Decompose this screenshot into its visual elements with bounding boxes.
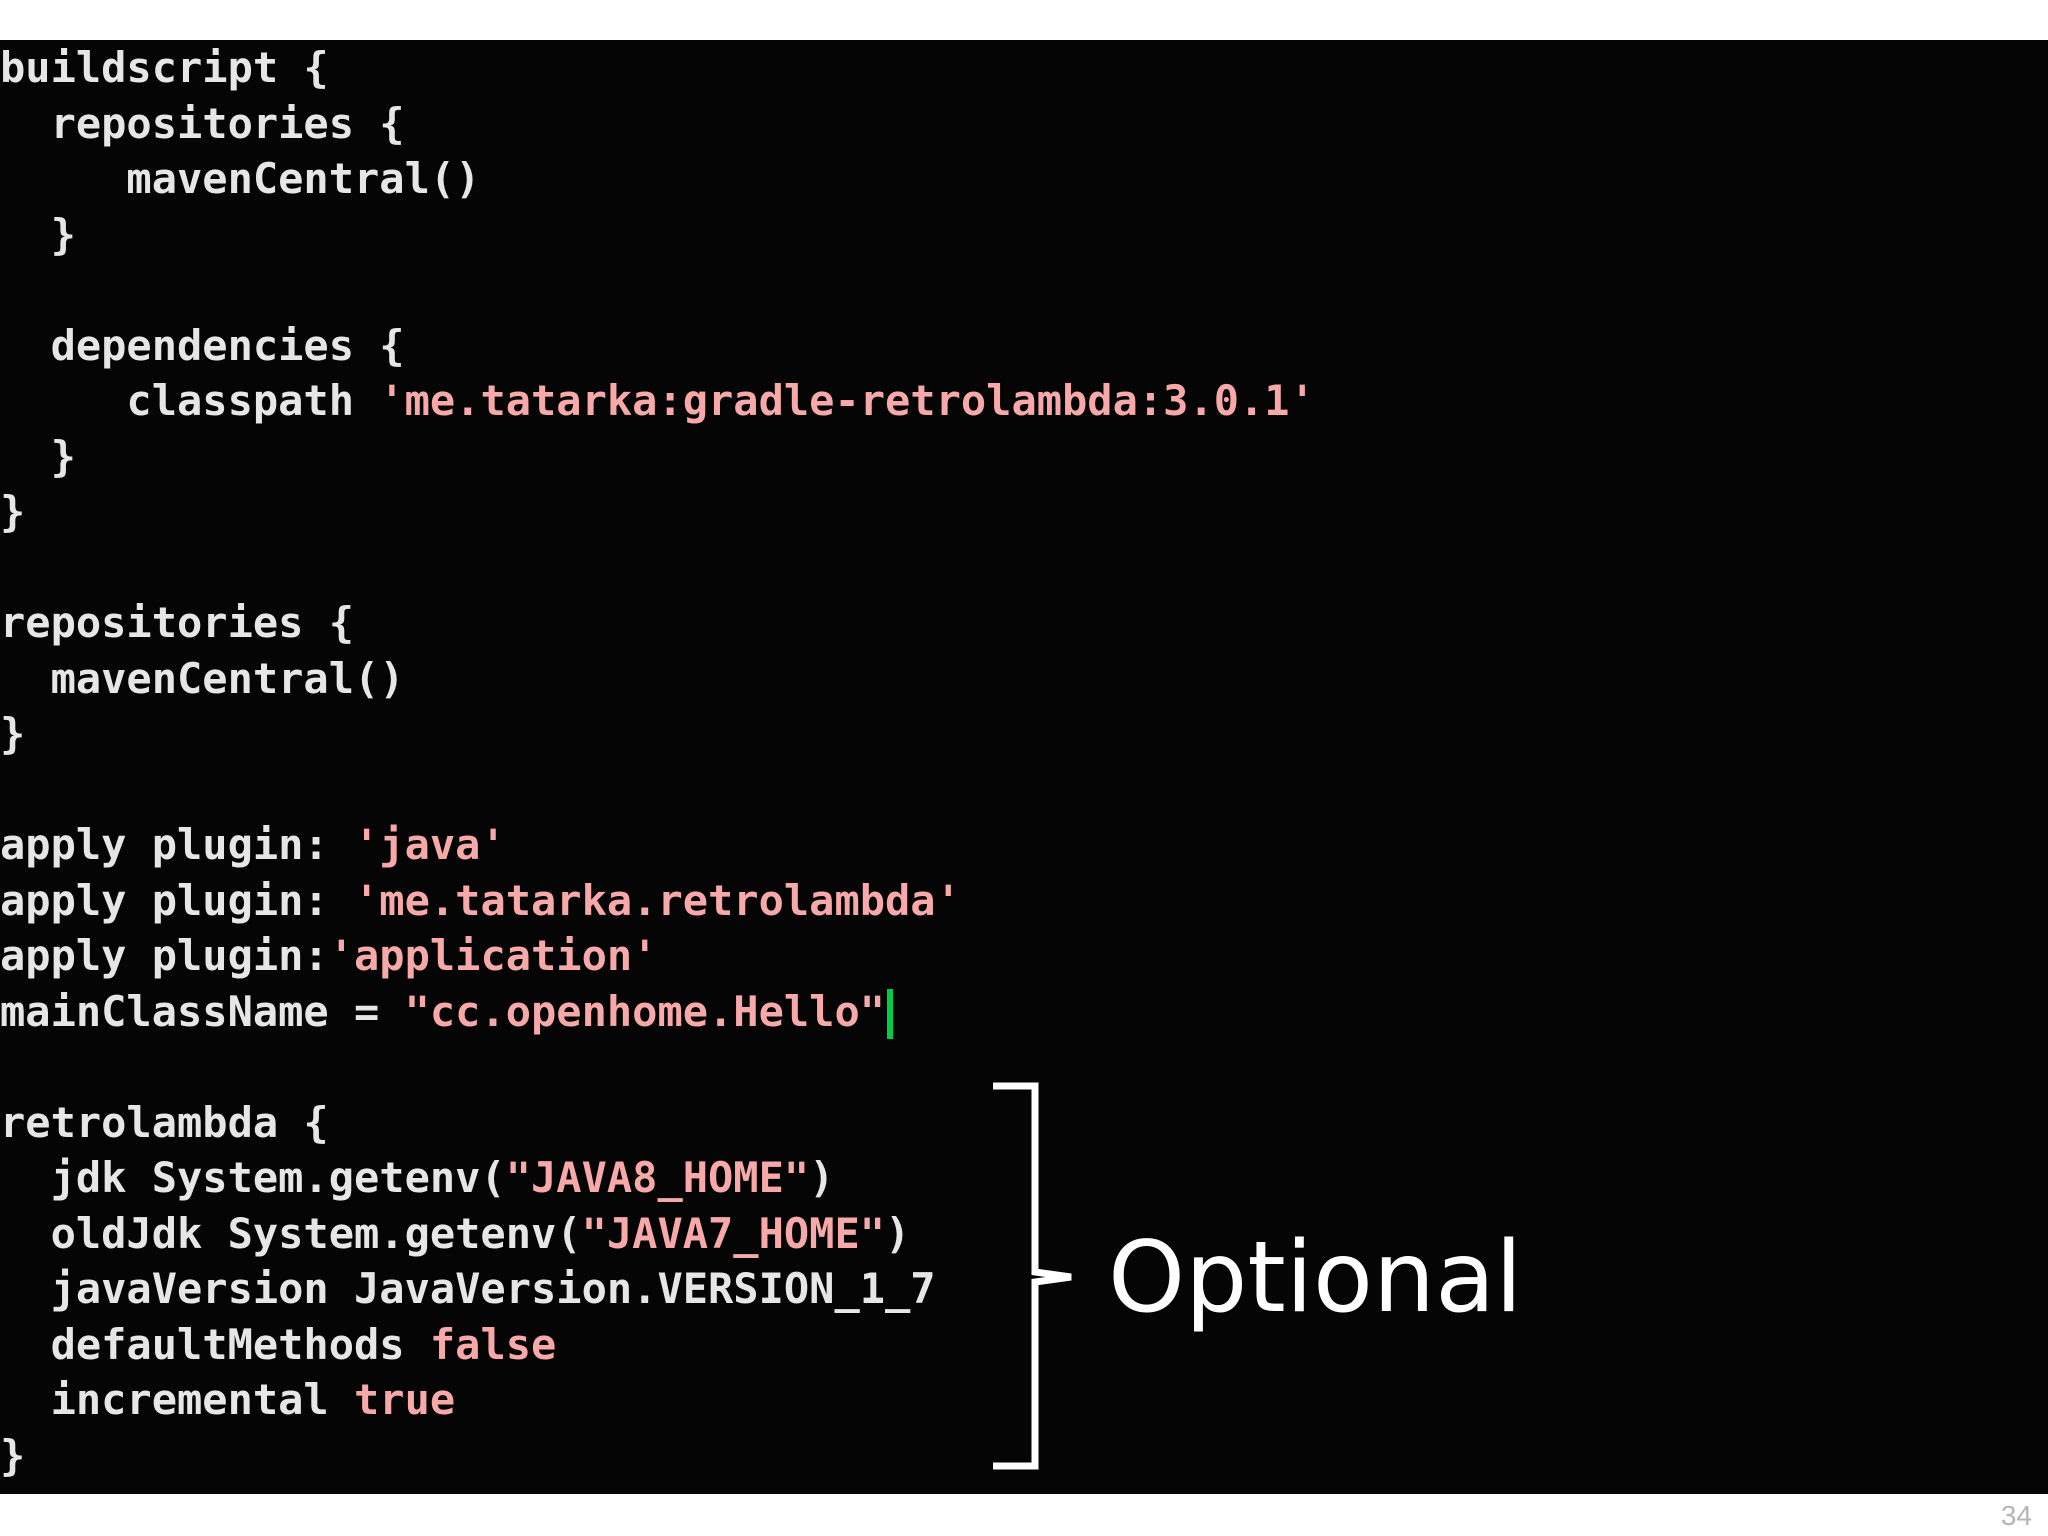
- code-token: ): [885, 1208, 911, 1258]
- string-literal-token: true: [354, 1375, 456, 1424]
- code-token: repositories {: [0, 598, 355, 647]
- text-cursor: [887, 989, 894, 1039]
- code-line: mavenCentral(): [0, 651, 405, 707]
- code-line: oldJdk System.getenv("JAVA7_HOME"): [0, 1206, 911, 1262]
- code-token: repositories {: [0, 98, 405, 148]
- string-literal-token: 'me.tatarka:gradle-retrolambda:3.0.1': [379, 376, 1315, 425]
- code-line: mavenCentral(): [0, 151, 480, 207]
- code-token: incremental: [0, 1375, 355, 1424]
- code-token: javaVersion JavaVersion.VERSION_1_7: [0, 1264, 936, 1313]
- code-line: repositories {: [0, 96, 405, 152]
- code-token: mainClassName =: [0, 986, 405, 1036]
- code-line: jdk System.getenv("JAVA8_HOME"): [0, 1150, 835, 1206]
- code-line: incremental true: [0, 1372, 456, 1428]
- code-line: apply plugin: 'java': [0, 817, 506, 873]
- code-token: apply plugin:: [0, 820, 355, 869]
- right-curly-brace-icon: [993, 1082, 1072, 1470]
- string-literal-token: "JAVA7_HOME": [581, 1208, 886, 1258]
- code-line: }: [0, 429, 76, 485]
- code-line: }: [0, 706, 25, 762]
- code-line: }: [0, 484, 25, 540]
- code-token: mavenCentral(): [0, 154, 481, 203]
- code-line: }: [0, 1428, 25, 1484]
- code-token: oldJdk System.getenv(: [0, 1208, 582, 1258]
- code-token: }: [0, 1430, 26, 1480]
- code-token: dependencies {: [0, 320, 405, 370]
- code-line: mainClassName = "cc.openhome.Hello": [0, 984, 894, 1040]
- code-line: defaultMethods false: [0, 1317, 557, 1373]
- code-line: apply plugin: 'me.tatarka.retrolambda': [0, 873, 961, 929]
- code-token: retrolambda {: [0, 1097, 329, 1147]
- code-token: mavenCentral(): [0, 653, 405, 703]
- code-line: classpath 'me.tatarka:gradle-retrolambda…: [0, 373, 1315, 429]
- code-line: dependencies {: [0, 318, 405, 374]
- string-literal-token: 'me.tatarka.retrolambda': [354, 875, 961, 925]
- code-token: defaultMethods: [0, 1319, 430, 1369]
- code-token: classpath: [0, 376, 380, 425]
- code-line: apply plugin:'application': [0, 928, 657, 984]
- slide-page-number: 34: [2000, 1500, 2032, 1531]
- code-token: }: [0, 487, 26, 536]
- code-line: retrolambda {: [0, 1095, 329, 1151]
- string-literal-token: false: [429, 1319, 557, 1369]
- code-terminal: buildscript { repositories { mavenCentra…: [0, 40, 2048, 1494]
- code-token: }: [0, 431, 76, 481]
- code-token: ): [809, 1153, 835, 1202]
- code-token: apply plugin:: [0, 875, 355, 925]
- code-line: buildscript {: [0, 40, 329, 96]
- string-literal-token: 'java': [354, 820, 506, 869]
- code-token: jdk System.getenv(: [0, 1153, 506, 1202]
- code-line: javaVersion JavaVersion.VERSION_1_7: [0, 1261, 936, 1317]
- code-token: }: [0, 709, 26, 758]
- code-token: }: [0, 209, 76, 259]
- string-literal-token: 'application': [328, 931, 658, 980]
- optional-annotation-label: Optional: [1108, 1221, 1523, 1335]
- string-literal-token: "cc.openhome.Hello": [404, 986, 886, 1036]
- code-line: repositories {: [0, 595, 354, 651]
- code-line: }: [0, 207, 76, 263]
- code-token: buildscript {: [0, 43, 329, 92]
- code-token: apply plugin:: [0, 931, 329, 980]
- string-literal-token: "JAVA8_HOME": [505, 1153, 810, 1202]
